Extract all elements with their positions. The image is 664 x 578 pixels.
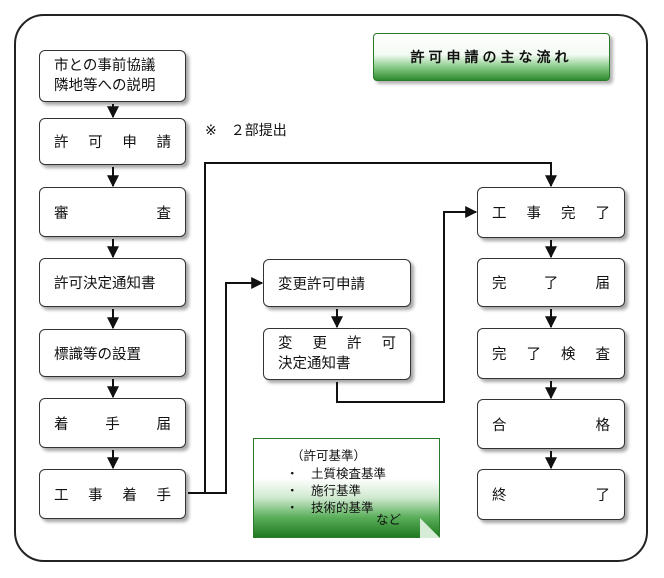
step-prior-consultation: 市との事前協議 隣地等への説明 [39,50,186,102]
step-sign-installation: 標識等の設置 [39,329,186,377]
step-construction-start: 工 事 着 手 [39,469,186,519]
step-label: 着 手 届 [54,416,171,433]
outer-frame [14,14,648,562]
step-permit-notice: 許可決定通知書 [39,258,186,307]
step-change-permit-notice: 変 更 許 可 決定通知書 [263,328,411,380]
step-permit-application: 許 可 申 請 [39,118,186,165]
step-label: 標識等の設置 [54,346,141,363]
arrow-to-completion [188,162,557,494]
criteria-tail: など [376,512,402,527]
step-completion-inspection: 完 了 検 査 [477,328,625,379]
step-end: 終 了 [477,469,625,520]
step-label: 終 了 [492,488,610,504]
step-label: 変 更 許 可 [278,336,396,352]
step-label: 決定通知書 [278,356,351,372]
arrow-change-to-completion [336,206,478,403]
bullet-icon: ・ [286,483,299,498]
step-label: 工 事 着 手 [54,487,171,504]
step-label: 許可決定通知書 [54,276,156,292]
bullet-icon: ・ [286,466,299,481]
step-review: 審 査 [39,187,186,237]
step-label: 隣地等への説明 [54,78,156,94]
diagram-title: 許可申請の主な流れ [373,33,610,81]
step-label: 完 了 検 査 [492,347,610,363]
step-change-application: 変更許可申請 [263,259,411,307]
step-label: 許 可 申 請 [54,135,171,151]
copies-note: ※ ２部提出 [205,123,287,139]
arrow-to-change-application [188,277,264,494]
criteria-heading: （許可基準） [291,448,367,463]
criteria-item: ・施行基準 [286,480,361,499]
criteria-note: （許可基準） ・土質検査基準 ・施行基準 ・技術的基準 など [253,438,440,538]
step-pass: 合 格 [477,399,625,449]
criteria-item: ・土質検査基準 [286,463,386,482]
step-label: 変更許可申請 [278,276,365,293]
step-label: 完 了 届 [492,276,610,292]
step-label: 合 格 [492,417,610,434]
step-start-notification: 着 手 届 [39,398,186,448]
step-label: 工 事 完 了 [492,206,610,222]
step-construction-complete: 工 事 完 了 [477,187,625,238]
step-label: 市との事前協議 [54,58,156,74]
page-fold-corner [420,518,440,538]
criteria-item: ・技術的基準 [286,497,374,516]
bullet-icon: ・ [286,500,299,515]
step-label: 審 査 [54,205,171,222]
step-completion-notification: 完 了 届 [477,258,625,307]
